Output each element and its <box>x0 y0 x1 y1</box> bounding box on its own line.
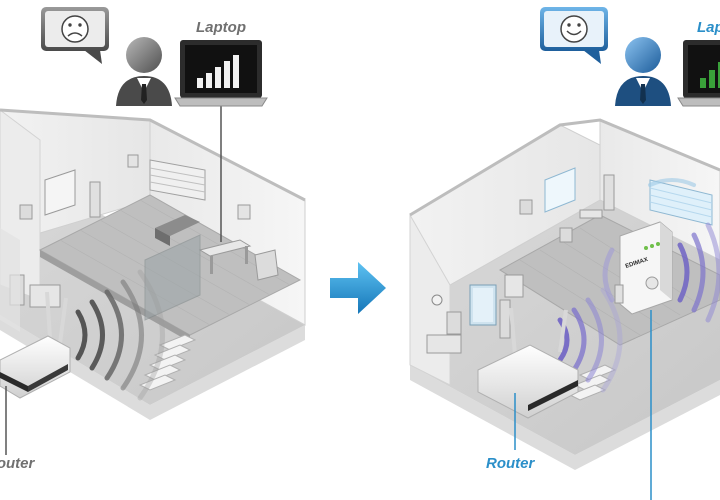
right-house <box>409 118 720 470</box>
sad-face-icon <box>41 7 109 64</box>
extender-signal-waves <box>602 178 720 323</box>
left-signal-waves <box>75 269 165 401</box>
left-laptop-label: Laptop <box>196 19 246 36</box>
range-extender: EDIMAX <box>614 221 673 315</box>
left-router-label: Router <box>0 455 35 472</box>
right-arrow-icon <box>330 262 386 314</box>
left-house <box>0 108 306 420</box>
right-laptop-icon <box>677 40 720 107</box>
right-signal-bars <box>700 62 720 88</box>
right-router-label: Router <box>486 455 535 472</box>
right-person-icon <box>615 37 671 106</box>
right-router <box>477 307 579 419</box>
left-laptop-icon <box>174 40 268 107</box>
left-router <box>0 291 71 399</box>
left-signal-bars <box>197 55 239 88</box>
left-person-icon <box>116 37 172 106</box>
right-router-signal-waves <box>557 287 623 393</box>
right-laptop-label: Laptop <box>697 19 720 36</box>
happy-face-icon <box>540 7 608 64</box>
